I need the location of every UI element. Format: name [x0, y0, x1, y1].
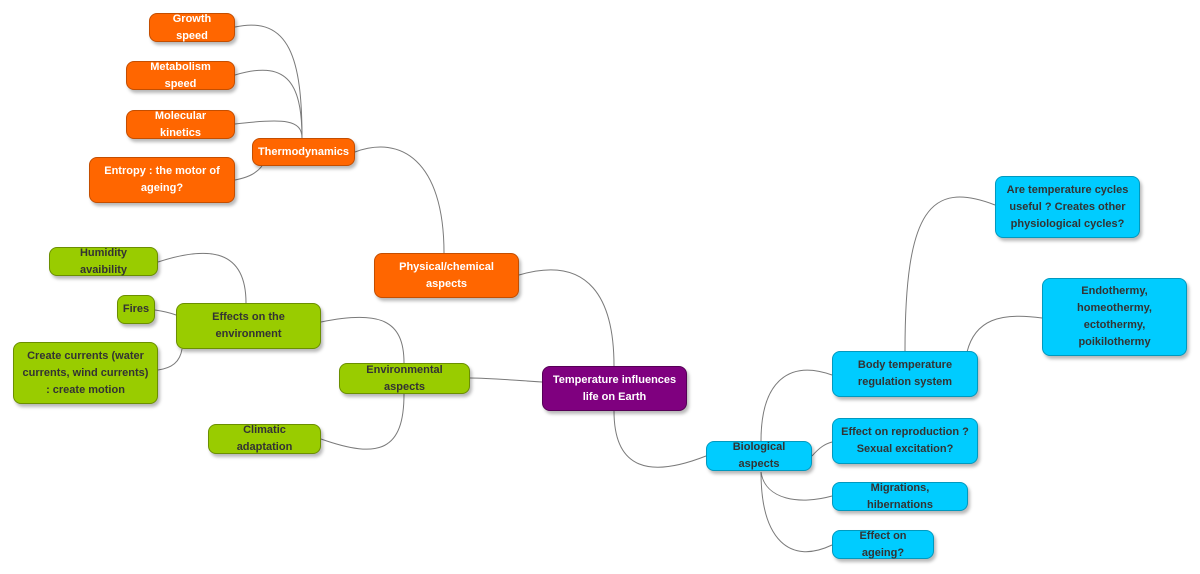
node-body-temperature-regulation[interactable]: Body temperature regulation system — [832, 351, 978, 397]
node-molecular-kinetics[interactable]: Molecular kinetics — [126, 110, 235, 139]
climatic-label: Climatic adaptation — [236, 424, 293, 453]
link-bio-migrations — [760, 471, 833, 501]
node-humidity-avaibility[interactable]: Humidity avaibility — [49, 247, 158, 276]
endothermy-label: Endothermy, homeothermy, ectothermy, poi… — [1077, 285, 1152, 348]
biological-label: Biological aspects — [732, 441, 786, 470]
physical-label: Physical/chemical aspects — [399, 260, 494, 290]
node-growth-speed[interactable]: Growth speed — [149, 13, 235, 42]
effects-label: Effects on the environment — [212, 311, 285, 340]
link-effects-humidity — [157, 252, 247, 304]
node-create-currents[interactable]: Create currents (water currents, wind cu… — [13, 342, 158, 404]
link-central-biological — [613, 410, 707, 468]
link-thermo-entropy — [234, 165, 263, 181]
node-physical-chemical[interactable]: Physical/chemical aspects — [374, 253, 519, 298]
node-effects-on-environment[interactable]: Effects on the environment — [176, 303, 321, 349]
node-endothermy[interactable]: Endothermy, homeothermy, ectothermy, poi… — [1042, 278, 1187, 356]
link-bodytemp-cycles — [904, 196, 996, 352]
reproduction-label: Effect on reproduction ? Sexual excitati… — [841, 426, 969, 455]
ageing-label: Effect on ageing? — [859, 529, 907, 559]
link-bio-reproduction — [811, 441, 833, 457]
node-temperature-cycles[interactable]: Are temperature cycles useful ? Creates … — [995, 176, 1140, 238]
node-thermodynamics[interactable]: Thermodynamics — [252, 138, 355, 166]
thermodynamics-label: Thermodynamics — [257, 145, 350, 158]
environmental-label: Environmental aspects — [366, 363, 443, 393]
humidity-label: Humidity avaibility — [79, 246, 128, 276]
link-bio-ageing — [760, 471, 833, 553]
currents-label: Create currents (water currents, wind cu… — [22, 349, 149, 396]
node-biological-aspects[interactable]: Biological aspects — [706, 441, 812, 471]
node-effect-on-reproduction[interactable]: Effect on reproduction ? Sexual excitati… — [832, 418, 978, 464]
link-central-environmental — [469, 377, 543, 383]
metabolism-speed-label: Metabolism speed — [150, 60, 211, 90]
link-env-effects — [320, 316, 405, 364]
link-thermo-growth — [234, 24, 303, 139]
link-thermo-molecular — [234, 120, 303, 139]
node-effect-on-ageing[interactable]: Effect on ageing? — [832, 530, 934, 559]
body-temp-label: Body temperature regulation system — [857, 359, 953, 388]
link-env-climatic — [320, 393, 405, 450]
node-metabolism-speed[interactable]: Metabolism speed — [126, 61, 235, 90]
node-entropy[interactable]: Entropy : the motor of ageing? — [89, 157, 235, 203]
node-migrations-hibernations[interactable]: Migrations, hibernations — [832, 482, 968, 511]
central-label: Temperature influences life on Earth — [552, 373, 677, 403]
molecular-kinetics-label: Molecular kinetics — [154, 109, 207, 139]
node-fires[interactable]: Fires — [117, 295, 155, 324]
cycles-label: Are temperature cycles useful ? Creates … — [1006, 183, 1129, 230]
growth-speed-label: Growth speed — [172, 12, 212, 42]
link-central-physical — [518, 269, 615, 367]
link-thermo-metabolism — [234, 69, 303, 139]
link-bodytemp-endothermy — [966, 315, 1043, 353]
link-bio-bodytemp — [760, 369, 833, 442]
node-climatic-adaptation[interactable]: Climatic adaptation — [208, 424, 321, 454]
central-node[interactable]: Temperature influences life on Earth — [542, 366, 687, 411]
link-effects-currents — [157, 348, 183, 371]
entropy-label: Entropy : the motor of ageing? — [104, 165, 220, 194]
fires-label: Fires — [122, 303, 150, 315]
node-environmental-aspects[interactable]: Environmental aspects — [339, 363, 470, 394]
link-physical-thermodynamics — [354, 146, 445, 254]
migrations-label: Migrations, hibernations — [866, 481, 933, 511]
link-effects-fires — [154, 309, 177, 316]
